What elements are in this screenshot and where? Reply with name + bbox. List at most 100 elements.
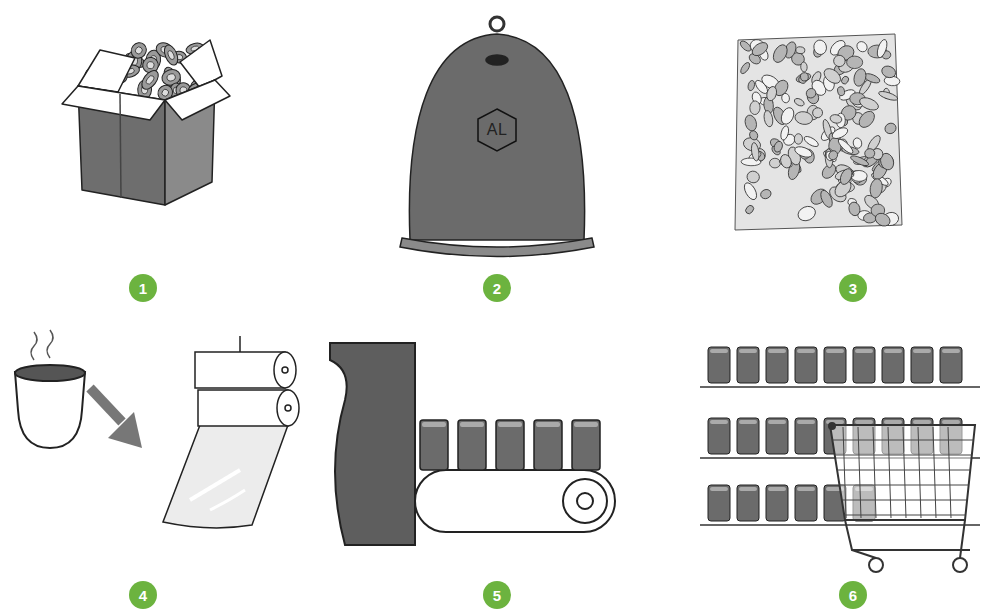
step-number: 5	[483, 581, 511, 609]
cart-grid	[835, 455, 972, 456]
crushed-can	[744, 204, 755, 215]
crushed-can	[869, 178, 884, 199]
rolling-mill	[198, 390, 288, 426]
crushed-can	[796, 204, 818, 223]
can	[708, 485, 730, 521]
conveyor	[330, 343, 615, 545]
recycling-bin	[486, 55, 508, 65]
crushed-can	[800, 72, 809, 81]
crushed-can	[771, 42, 790, 64]
crushed-can	[856, 108, 877, 130]
rolling-mill	[285, 405, 291, 411]
cart-handle	[828, 422, 836, 430]
rolling-mill	[163, 336, 299, 528]
crushed-can	[779, 106, 796, 126]
can-body	[534, 420, 562, 470]
cart-frame	[845, 520, 970, 558]
callout-number: 4	[139, 588, 147, 603]
can	[824, 347, 846, 383]
cardboard-box	[165, 80, 230, 120]
can-top	[739, 420, 757, 424]
recycling-bin	[400, 17, 594, 257]
can	[420, 420, 448, 470]
can-end	[166, 73, 176, 82]
can	[882, 347, 904, 383]
can-top	[797, 420, 815, 424]
rolling-mill	[274, 352, 296, 388]
rolling-mill	[210, 490, 245, 510]
can-body	[853, 347, 875, 383]
can-top	[913, 420, 931, 424]
crushed-can	[827, 149, 839, 162]
can-top	[826, 349, 844, 353]
cart-grid	[858, 427, 861, 518]
rolling-mill	[277, 390, 299, 426]
conveyor	[330, 343, 415, 545]
rolling-mill	[282, 367, 288, 373]
can	[795, 485, 817, 521]
can-top	[710, 487, 728, 491]
conveyor	[415, 470, 615, 532]
crushed-can	[750, 142, 760, 161]
can-body	[795, 485, 817, 521]
crushed-can	[864, 148, 875, 159]
crushed-can	[813, 39, 828, 56]
can-body	[458, 420, 486, 470]
step-number: 3	[839, 274, 867, 302]
cart-grid	[918, 427, 921, 518]
cart-grid	[933, 427, 936, 518]
crushed-can	[875, 38, 889, 58]
rolling-mill	[195, 352, 285, 388]
crushed-can	[821, 66, 843, 87]
can-top	[536, 422, 560, 427]
process-arrow	[90, 388, 142, 448]
cart-grid	[837, 470, 970, 471]
can-body	[795, 418, 817, 454]
can-top	[768, 487, 786, 491]
compressed-cube	[735, 34, 902, 230]
cardboard-box	[120, 94, 121, 198]
can	[708, 347, 730, 383]
rolling-mill	[163, 425, 288, 528]
can	[496, 420, 524, 470]
can-body	[795, 347, 817, 383]
step-number: 6	[839, 581, 867, 609]
callout-number: 2	[493, 281, 501, 296]
cart-grid	[948, 427, 951, 518]
can	[162, 43, 181, 67]
can	[853, 347, 875, 383]
can	[572, 420, 600, 470]
can-body	[766, 485, 788, 521]
crushed-can	[831, 126, 850, 141]
crucible	[15, 372, 85, 448]
step-number: 1	[129, 274, 157, 302]
cart-grid	[832, 440, 973, 441]
can	[458, 420, 486, 470]
crushed-can	[742, 181, 759, 202]
process-arrow	[108, 412, 142, 448]
can-top	[913, 349, 931, 353]
crushed-can	[873, 211, 892, 229]
crushed-can	[855, 40, 869, 54]
crushed-can	[773, 140, 784, 153]
can-body	[911, 347, 933, 383]
can-top	[797, 487, 815, 491]
cart-grid	[888, 427, 891, 518]
can-top	[855, 349, 873, 353]
can-top	[768, 420, 786, 424]
crushed-can	[832, 54, 846, 68]
crushed-can	[779, 125, 790, 141]
can-top	[942, 349, 960, 353]
can-top	[739, 349, 757, 353]
recycling-bin	[409, 34, 584, 240]
crushed-can	[748, 129, 759, 141]
crushed-can	[858, 95, 880, 112]
callout-number: 5	[493, 588, 501, 603]
can-end	[146, 61, 154, 69]
can-top	[855, 420, 873, 424]
crushed-can	[743, 114, 758, 132]
can	[737, 418, 759, 454]
crushed-can	[779, 153, 793, 169]
rolling-mill	[190, 470, 240, 500]
